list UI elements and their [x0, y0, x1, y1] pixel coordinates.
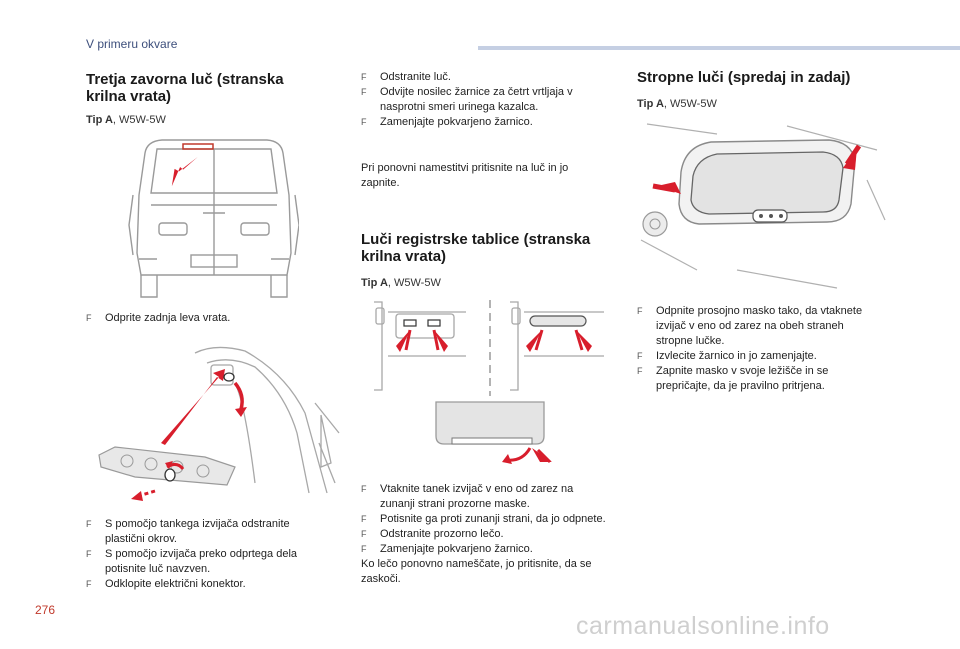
- bulb-type: Tip A, W5W-5W: [637, 98, 897, 110]
- tip-value: , W5W-5W: [112, 114, 166, 126]
- bulb-type: Tip A, W5W-5W: [361, 277, 611, 289]
- bullet-marker: F: [361, 529, 367, 539]
- bullet-marker: F: [361, 117, 367, 127]
- section-heading: Luči registrske tablice (stranska krilna…: [361, 231, 591, 265]
- bulb-type: Tip A, W5W-5W: [86, 114, 316, 126]
- step-open-door: F Odprite zadnja leva vrata.: [86, 311, 316, 326]
- refit-note: Pri ponovni namestitvi pritisnite na luč…: [361, 162, 569, 189]
- tip-label: Tip A: [86, 114, 113, 126]
- bullet-marker: F: [361, 72, 367, 82]
- watermark: carmanualsonline.info: [576, 612, 830, 640]
- bullet-marker: F: [637, 351, 643, 361]
- tip-label: Tip A: [361, 277, 388, 289]
- ceiling-light-illustration: [637, 120, 887, 290]
- plate-light-illustration: [372, 298, 612, 470]
- section-plate-lights: Luči registrske tablice (stranska krilna…: [361, 231, 611, 289]
- page-number: 276: [35, 603, 56, 617]
- section-heading: Stropne luči (spredaj in zadaj): [637, 69, 851, 86]
- section-heading: Tretja zavorna luč (stranska krilna vrat…: [86, 71, 284, 105]
- header-bar: [478, 46, 960, 50]
- bullet-marker: F: [637, 366, 643, 376]
- running-header: V primeru okvare: [86, 37, 178, 51]
- bullet-marker: F: [361, 514, 367, 524]
- bullet-marker: F: [637, 306, 643, 316]
- bullet-marker: F: [86, 519, 92, 529]
- bullet-marker: F: [361, 87, 367, 97]
- bullet-marker: F: [86, 579, 92, 589]
- brake-light-removal-illustration: [95, 343, 341, 503]
- refit-note: Ko lečo ponovno nameščate, jo pritisnite…: [361, 558, 592, 585]
- tip-label: Tip A: [637, 98, 664, 110]
- van-rear-illustration: [127, 135, 299, 303]
- bullet-marker: F: [86, 549, 92, 559]
- bullet-marker: F: [361, 484, 367, 494]
- bullet-marker: F: [361, 544, 367, 554]
- tip-value: , W5W-5W: [663, 98, 717, 110]
- section-ceiling-lights: Stropne luči (spredaj in zadaj) Tip A, W…: [637, 69, 897, 110]
- step-text: Odprite zadnja leva vrata.: [105, 312, 231, 324]
- bullet-marker: F: [86, 313, 92, 323]
- section-brake-light: Tretja zavorna luč (stranska krilna vrat…: [86, 71, 316, 126]
- tip-value: , W5W-5W: [387, 277, 441, 289]
